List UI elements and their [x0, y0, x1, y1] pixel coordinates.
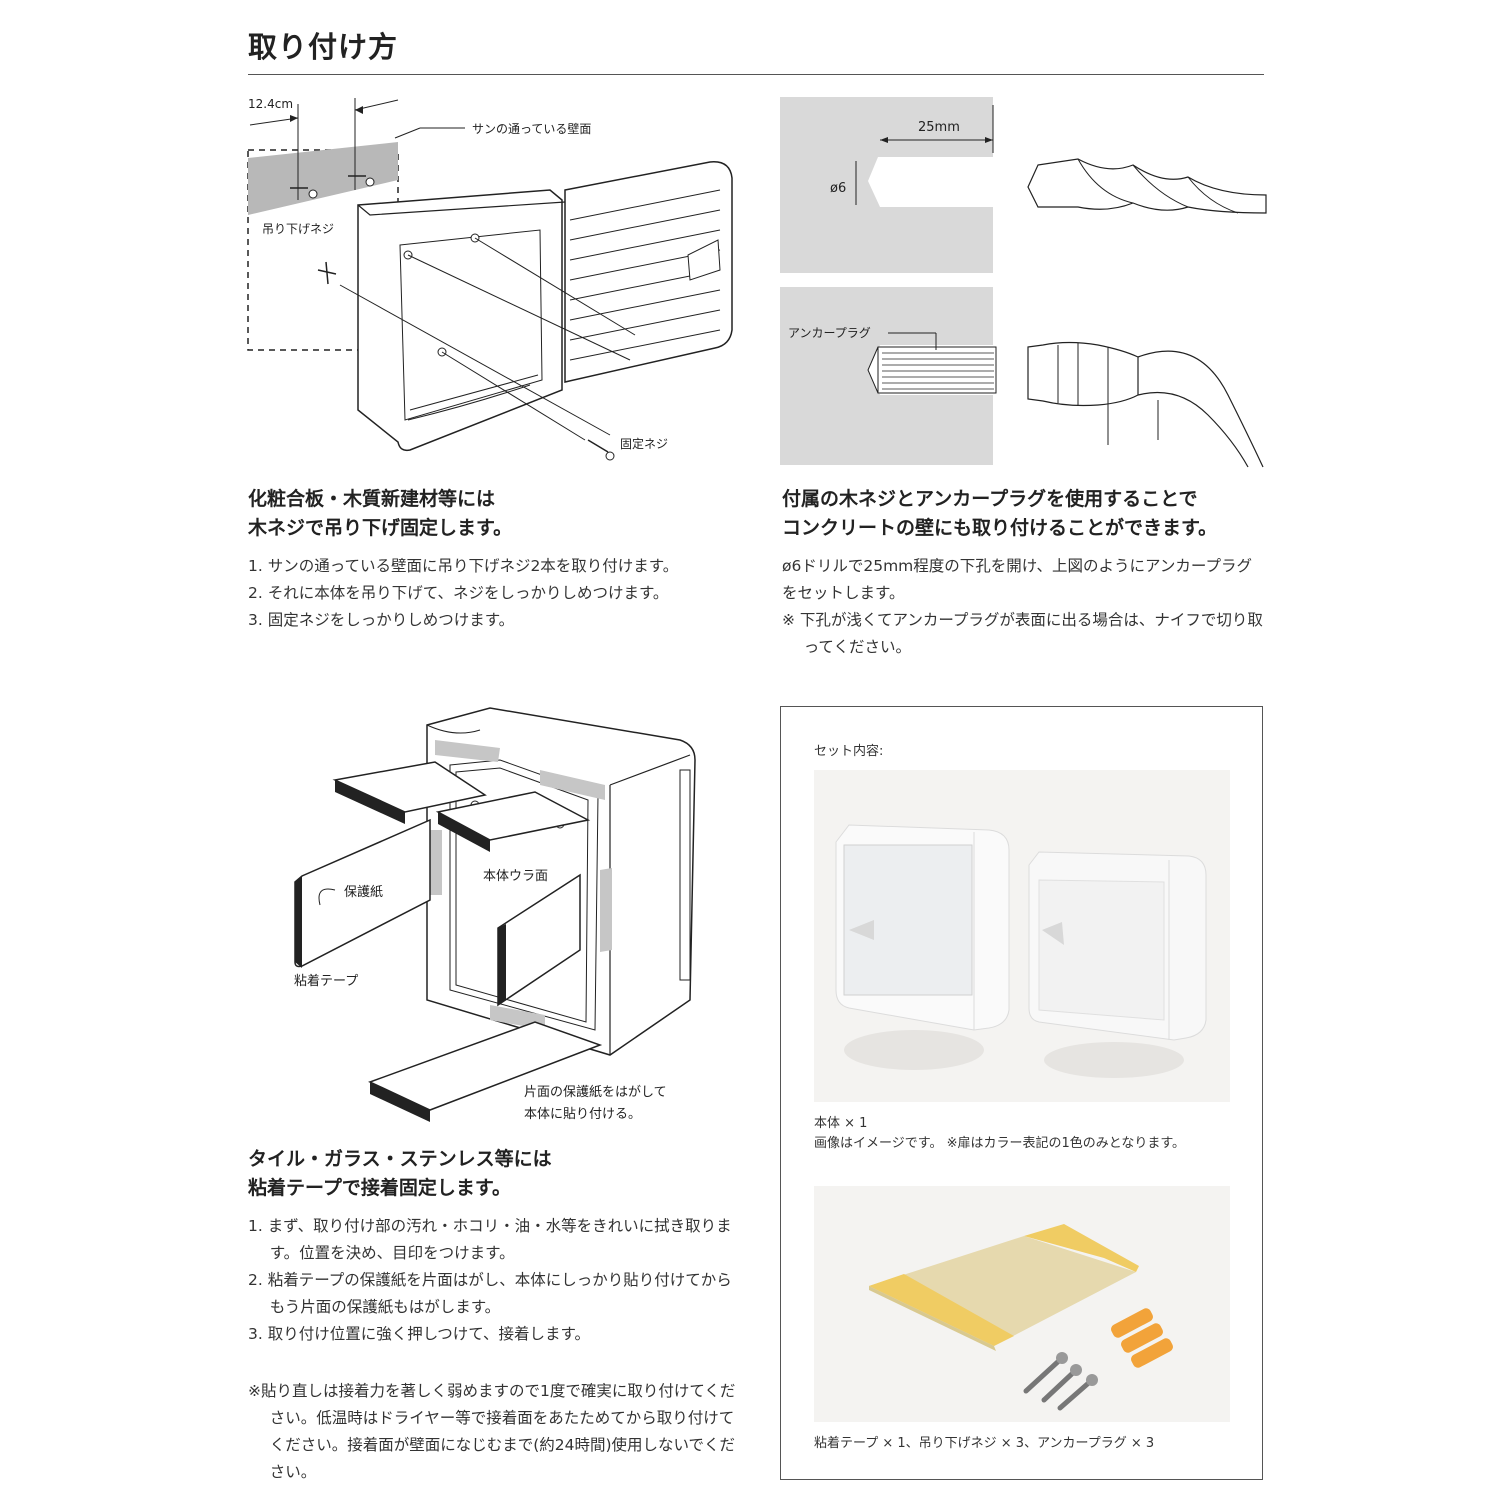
- tape-step: 3. 取り付け位置に強く押しつけて、接着します。: [248, 1325, 590, 1343]
- body-caption: 本体 × 1 画像はイメージです。 ※扉はカラー表記の1色のみとなります。: [814, 1116, 1186, 1151]
- wood-step: 3. 固定ネジをしっかりしめつけます。: [248, 611, 515, 629]
- diameter-label: ø6: [830, 181, 846, 196]
- back-label: 本体ウラ面: [483, 869, 548, 884]
- hang-screw-label: 吊り下げネジ: [262, 222, 334, 236]
- fix-screw-label: 固定ネジ: [620, 436, 668, 451]
- tape-step: 1. まず、取り付け部の汚れ・ホコリ・油・水等をきれいに拭き取ります。位置を決め…: [248, 1217, 732, 1262]
- tape-steps: 1. まず、取り付け部の汚れ・ホコリ・油・水等をきれいに拭き取ります。位置を決め…: [248, 1213, 740, 1348]
- tape-diagram: 保護紙 本体ウラ面 粘着テープ 片面の保護紙をはがして 本体に貼り付ける。: [294, 707, 696, 1122]
- peel-label-1: 片面の保護紙をはがして: [524, 1084, 667, 1100]
- concrete-body: ø6ドリルで25mm程度の下孔を開け、上図のようにアンカープラグをセットします。…: [782, 553, 1267, 661]
- product-photo: [814, 770, 1230, 1102]
- peel-label-2: 本体に貼り付ける。: [524, 1107, 641, 1122]
- parts-photo: [814, 1186, 1230, 1422]
- set-contents-box: [780, 706, 1263, 1480]
- set-label: セット内容:: [814, 744, 884, 759]
- tape-heading: タイル・ガラス・ステンレス等には 粘着テープで接着固定します。: [248, 1148, 552, 1199]
- wood-steps: 1. サンの通っている壁面に吊り下げネジ2本を取り付けます。 2. それに本体を…: [248, 553, 748, 634]
- tape-label: 粘着テープ: [294, 973, 358, 989]
- concrete-para: ø6ドリルで25mm程度の下孔を開け、上図のようにアンカープラグをセットします。: [782, 557, 1252, 602]
- wall-label: サンの通っている壁面: [472, 121, 591, 136]
- anchor-plug-diagram: 25mm ø6 アンカープラグ: [780, 97, 1267, 468]
- plug-label: アンカープラグ: [788, 326, 871, 340]
- wood-screw-diagram: 12.4cm 吊り下げネジ サンの通っている壁面 固定ネジ: [247, 97, 733, 461]
- tape-note: ※貼り直しは接着力を著しく弱めますので1度で確実に取り付けてください。低温時はド…: [248, 1382, 736, 1481]
- depth-label: 25mm: [918, 120, 960, 135]
- protect-label: 保護紙: [344, 884, 383, 900]
- wood-step: 1. サンの通っている壁面に吊り下げネジ2本を取り付けます。: [248, 557, 679, 575]
- tape-step: 2. 粘着テープの保護紙を片面はがし、本体にしっかり貼り付けてからもう片面の保護…: [248, 1271, 732, 1316]
- wood-heading: 化粧合板・木質新建材等には 木ネジで吊り下げ固定します。: [248, 488, 513, 539]
- dim-label: 12.4cm: [248, 97, 293, 111]
- wood-step: 2. それに本体を吊り下げて、ネジをしっかりしめつけます。: [248, 584, 669, 602]
- title-rule: [248, 74, 1264, 75]
- parts-caption: 粘着テープ × 1、吊り下げネジ × 3、アンカープラグ × 3: [814, 1436, 1155, 1451]
- concrete-heading: 付属の木ネジとアンカープラグを使用することで コンクリートの壁にも取り付けること…: [782, 488, 1218, 539]
- concrete-note: ※ 下孔が浅くてアンカープラグが表面に出る場合は、ナイフで切り取ってください。: [782, 611, 1263, 656]
- page-title: 取り付け方: [248, 30, 399, 64]
